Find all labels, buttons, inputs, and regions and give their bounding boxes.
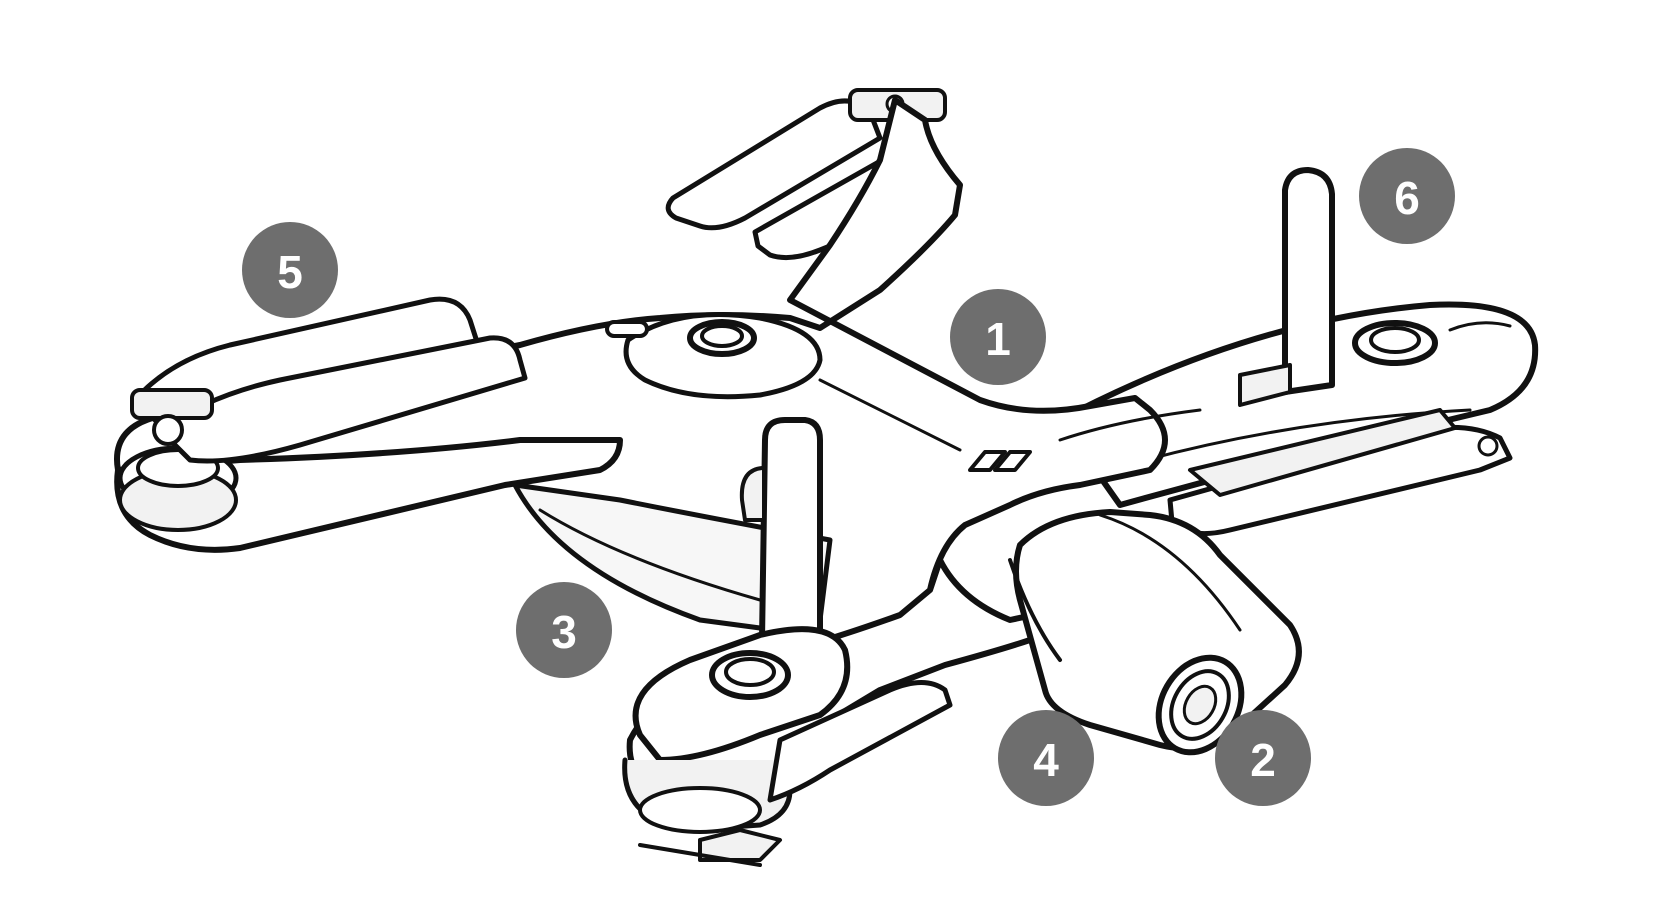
front-left-leg (739, 417, 823, 643)
callout-3: 3 (516, 582, 612, 678)
left-propeller (130, 296, 528, 464)
callout-markers: 1 2 3 4 5 6 (242, 148, 1455, 806)
callout-4: 4 (998, 710, 1094, 806)
front-arm (622, 626, 851, 834)
callout-2: 2 (1215, 710, 1311, 806)
callout-6-label: 6 (1394, 172, 1420, 224)
callout-4-label: 4 (1033, 734, 1059, 786)
callout-5-label: 5 (277, 246, 303, 298)
drone-illustration (114, 88, 1539, 867)
callout-1-label: 1 (985, 313, 1011, 365)
front-propeller (638, 680, 953, 867)
callout-6: 6 (1359, 148, 1455, 244)
callout-2-label: 2 (1250, 734, 1276, 786)
callout-3-label: 3 (551, 606, 577, 658)
callout-1: 1 (950, 289, 1046, 385)
rear-right-leg (1238, 167, 1335, 407)
callout-5: 5 (242, 222, 338, 318)
gimbal-camera (1008, 509, 1302, 756)
